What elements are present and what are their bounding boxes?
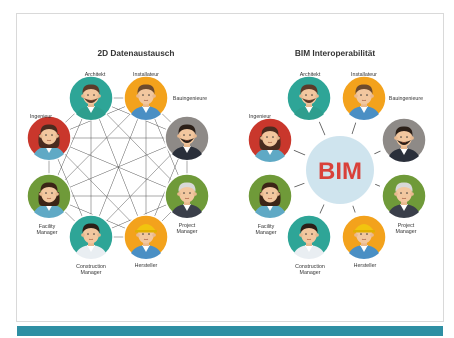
label-ingenieur-left: Ingenieur [29, 114, 53, 120]
hersteller-right-avatar [341, 214, 387, 260]
person-avatar-icon [387, 126, 421, 162]
title-bim-interoperability: BIM Interoperabilität [294, 48, 376, 58]
installateur-right-avatar [341, 75, 387, 121]
hub-connection-line [375, 183, 381, 187]
label-architekt-left: Architekt [84, 72, 106, 78]
connection-line [48, 137, 188, 197]
person-avatar-icon [253, 182, 287, 218]
architekt-right-avatar [286, 75, 332, 121]
person-avatar-icon [129, 224, 163, 259]
avatars-left [26, 75, 210, 260]
title-2d-exchange: 2D Datenaustausch [97, 48, 175, 58]
person-avatar-icon [129, 84, 163, 120]
hub-connection-line [318, 121, 326, 136]
facility-manager-left-avatar [26, 173, 72, 219]
person-avatar-icon [387, 182, 421, 218]
person-avatar-icon [170, 182, 204, 218]
label-installateur-left: Installateur [133, 72, 159, 78]
avatars-right [247, 75, 427, 260]
ingenieur-left-avatar [26, 115, 72, 161]
label-project-manager-left: Project Manager [176, 223, 198, 236]
ingenieur-right-avatar [247, 117, 293, 163]
project-manager-left-avatar [164, 173, 210, 219]
person-avatar-icon [32, 182, 66, 218]
label-bauingenieure-left: Bauingenieure [172, 96, 208, 102]
hub-connections [293, 121, 381, 214]
person-avatar-icon [292, 223, 326, 259]
architekt-left-avatar [68, 75, 114, 121]
construction-manager-right-avatar [286, 214, 332, 260]
project-manager-right-avatar [381, 173, 427, 219]
person-avatar-icon [32, 124, 66, 160]
connection-line [90, 97, 188, 197]
person-avatar-icon [347, 84, 381, 120]
label-hersteller-left: Hersteller [134, 263, 158, 269]
bim-hub-circle [306, 136, 374, 204]
label-facility-manager-left: Facility Manager [36, 224, 58, 237]
bottom-accent-bar [17, 326, 443, 336]
installateur-left-avatar [123, 75, 169, 121]
person-avatar-icon [74, 223, 108, 259]
bim-hub: BIM [306, 136, 374, 204]
facility-manager-right-avatar [247, 173, 293, 219]
label-installateur-right: Installateur [351, 72, 377, 78]
hub-connection-line [319, 204, 325, 214]
hub-connection-line [294, 182, 305, 188]
person-avatar-icon [170, 124, 204, 160]
person-avatar-icon [74, 84, 108, 120]
label-bauingenieure-right: Bauingenieure [388, 96, 424, 102]
bauingenieure-left-avatar [164, 115, 210, 161]
hub-connection-line [352, 205, 356, 213]
hub-connection-line [293, 149, 306, 156]
hub-connection-line [374, 150, 381, 155]
label-architekt-right: Architekt [299, 72, 321, 78]
person-avatar-icon [253, 126, 287, 162]
label-facility-manager-right: Facility Manager [255, 224, 277, 237]
label-construction-manager-left: Construction Manager [76, 264, 106, 277]
person-avatar-icon [347, 224, 381, 259]
label-hersteller-right: Hersteller [353, 263, 377, 269]
label-project-manager-right: Project Manager [395, 223, 417, 236]
bauingenieure-right-avatar [381, 117, 427, 163]
label-construction-manager-right: Construction Manager [295, 264, 325, 277]
connection-line [48, 97, 147, 197]
hersteller-left-avatar [123, 214, 169, 260]
person-avatar-icon [292, 84, 326, 120]
construction-manager-left-avatar [68, 214, 114, 260]
connection-line [90, 97, 147, 238]
label-ingenieur-right: Ingenieur [248, 114, 272, 120]
hub-connection-line [351, 122, 357, 135]
bim-hub-label: BIM [318, 158, 362, 185]
